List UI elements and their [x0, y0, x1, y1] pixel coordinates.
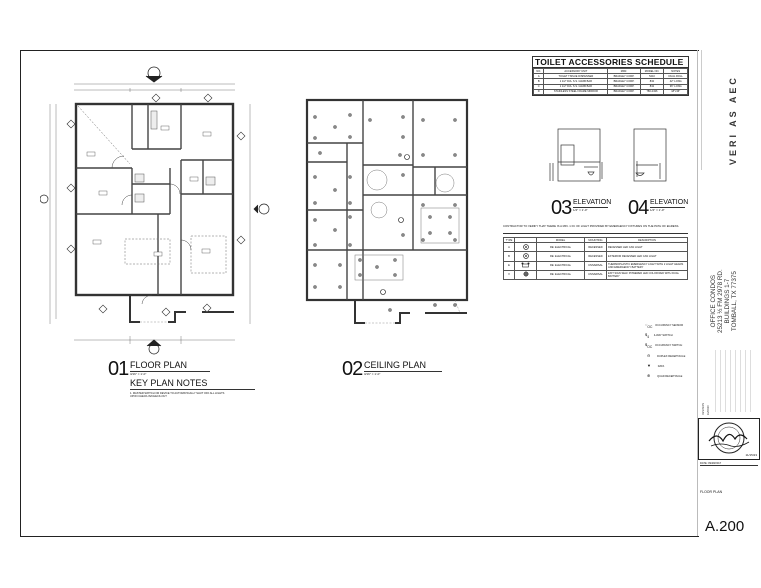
- schedule-table: NO. ACCESSORY UNIT MFR. MODEL NO. NOTES …: [532, 67, 688, 95]
- legend-item: ⊕ QUAD RECEPTACLE: [647, 373, 683, 378]
- occupancy-sensor-icon: ◌OC: [645, 322, 653, 329]
- frame-bottom-extension: [680, 536, 698, 537]
- recessed-can-icon: [514, 242, 538, 253]
- table-row: B RE: ELECTRICAL RECESSED EXTERIOR RECES…: [502, 251, 688, 262]
- architect-seal: 11/15/23: [698, 418, 760, 460]
- drawing-frame: [20, 50, 699, 537]
- toilet-accessories-schedule: TOILET ACCESSORIES SCHEDULE NO. ACCESSOR…: [532, 56, 689, 96]
- exit-sign-icon: [514, 269, 538, 280]
- table-header: TYPE MODEL MOUNTING DESCRIPTION: [502, 236, 688, 244]
- ceiling-plan-drawing[interactable]: [295, 95, 475, 330]
- firm-name: VERI AS AEC: [728, 75, 738, 165]
- legend-item: $OC OCCUPANCY SWITCH: [645, 342, 683, 349]
- legend-item: $4 4-WAY SWITCH: [645, 332, 673, 339]
- seal-icon: [708, 422, 750, 454]
- duplex-receptacle-icon: ⊖: [647, 353, 651, 358]
- schedule-title: TOILET ACCESSORIES SCHEDULE: [533, 57, 688, 68]
- data-outlet-icon: ▼: [647, 363, 651, 368]
- table-row: X RE: ELECTRICAL UNIVERSAL EXIT SIGN SEL…: [502, 269, 688, 280]
- symbol-legend: ◌OC OCCUPANCY SENSOR $4 4-WAY SWITCH $OC…: [645, 322, 700, 402]
- elevation-03-drawing[interactable]: [548, 127, 608, 187]
- lighting-table: TYPE MODEL MOUNTING DESCRIPTION A RE: EL…: [502, 236, 688, 280]
- floor-plan-drawing[interactable]: [40, 64, 280, 356]
- table-row: E RE: ELECTRICAL UNIVERSAL THERMOPLASTIC…: [502, 260, 688, 271]
- elevation-04-drawing[interactable]: [630, 127, 670, 187]
- key-plan-notes: KEY PLAN NOTES 1. MASTER SWITCH OR DEVIC…: [130, 378, 260, 398]
- title-block: VERI AS AEC OFFICE CONDOS 25213 ½ FM 297…: [697, 50, 761, 537]
- revision-columns: [715, 350, 755, 412]
- quad-receptacle-icon: ⊕: [647, 373, 651, 378]
- legend-item: ◌OC OCCUPANCY SENSOR: [645, 322, 684, 329]
- sheet-name: FLOOR PLAN: [700, 490, 723, 494]
- date-label: DATE: 09/28/2017: [700, 462, 758, 466]
- emergency-light-icon: [514, 260, 538, 271]
- legend-item: ▼ DATA: [647, 363, 665, 368]
- occupancy-switch-icon: $OC: [645, 342, 653, 349]
- key-plan-notes-title: KEY PLAN NOTES: [130, 378, 208, 388]
- recessed-can-icon: [514, 251, 538, 262]
- table-row: A RE: ELECTRICAL RECESSED RECESSED LED C…: [502, 242, 688, 253]
- sheet-number: A.200: [705, 518, 745, 535]
- lighting-schedule: TYPE MODEL MOUNTING DESCRIPTION A RE: EL…: [502, 233, 688, 280]
- key-plan-note: 1. MASTER SWITCH OR DEVICE TO AUTOMATICA…: [130, 392, 225, 399]
- switch-icon: $4: [645, 332, 650, 339]
- emergency-lighting-note: CONTRACTOR TO VERIFY THAT THERE IS A MIN…: [503, 224, 680, 228]
- project-info: OFFICE CONDOS 25213 ½ FM 2978 RD. BUILDI…: [710, 269, 738, 333]
- section-marker-icon: [145, 66, 163, 83]
- legend-item: ⊖ DUPLEX RECEPTACLE: [647, 353, 686, 358]
